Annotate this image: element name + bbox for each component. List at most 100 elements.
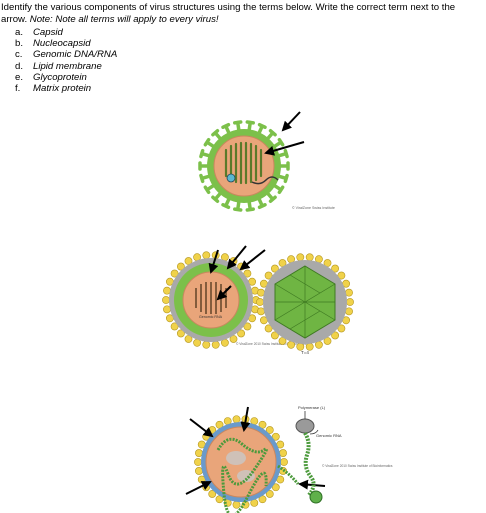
glycoprotein-spike [203, 184, 215, 195]
arrow [226, 245, 247, 270]
surface-protein [331, 264, 340, 273]
surface-protein [232, 415, 241, 424]
arrow [264, 141, 305, 156]
term-label: Genomic DNA/RNA [33, 49, 118, 61]
arrow [208, 249, 219, 274]
term-label: Matrix protein [33, 83, 92, 95]
inner-protein [226, 451, 246, 465]
polymerase-icon [226, 173, 236, 183]
surface-protein [337, 271, 346, 280]
fig3-genomic-rna-label: Genomic RNA [316, 433, 342, 438]
surface-protein [232, 500, 241, 509]
glycoprotein-spike [203, 137, 215, 148]
glycoprotein-spike [257, 122, 267, 135]
term-label: Capsid [33, 27, 63, 38]
glycoprotein-spike [233, 200, 243, 212]
surface-protein [202, 340, 211, 349]
glycoprotein-spike [211, 192, 222, 203]
term-letter: b. [15, 38, 24, 50]
surface-protein [305, 253, 314, 262]
genome-tail [251, 176, 279, 185]
glycoprotein-spike [199, 173, 211, 184]
glycoprotein-spike [277, 148, 289, 159]
glycoprotein-spike [199, 148, 211, 159]
arrow [281, 111, 301, 132]
term-letter: e. [15, 71, 24, 83]
fig2-symmetry: T=4 [301, 350, 309, 355]
surface-protein [163, 286, 171, 295]
glycoprotein-spike [221, 197, 231, 210]
arrow [216, 285, 232, 301]
surface-protein [271, 432, 280, 441]
surface-protein [345, 307, 353, 316]
virus-figure-2-left: Genomic RNA © ViralZone 2010 Swiss Insti… [162, 245, 307, 349]
glycoprotein-spike [245, 120, 255, 132]
glycoprotein-spike [273, 184, 285, 195]
surface-protein [265, 490, 274, 498]
surface-protein [211, 340, 220, 349]
instructions: Identify the various components of virus… [1, 2, 483, 25]
surface-protein [257, 288, 265, 297]
surface-protein [264, 324, 273, 333]
arrow [189, 418, 214, 438]
term-item: e. Glycoprotein [15, 72, 117, 83]
fig1-credit: © ViralZone Swiss Institute [292, 206, 335, 210]
surface-protein [280, 458, 288, 466]
term-item: b. Nucleocapsid [15, 38, 117, 49]
fig2-inner-label: Genomic RNA [199, 315, 223, 319]
term-item: a. Capsid [15, 27, 117, 38]
surface-protein [208, 490, 217, 498]
term-label: Lipid membrane [33, 60, 102, 72]
surface-protein [176, 262, 185, 271]
glycoprotein-spike [211, 129, 222, 140]
surface-protein [163, 305, 171, 314]
term-letter: c. [15, 49, 23, 61]
nucleocapsid-link [277, 464, 300, 485]
surface-protein [195, 467, 203, 475]
term-item: f. Matrix protein [15, 83, 117, 94]
surface-protein [345, 288, 353, 297]
glycoprotein-spike [279, 161, 290, 171]
surface-protein [271, 483, 280, 492]
terms-list: a. Capsid b. Nucleocapsid c. Genomic DNA/RN… [15, 27, 117, 94]
term-label: Nucleocapsid [33, 38, 91, 50]
glycoprotein-spike [266, 192, 277, 203]
term-letter: f. [15, 83, 21, 95]
inner-protein [237, 470, 255, 482]
virus-figure-2-right: T=4 [256, 253, 354, 355]
surface-protein [270, 331, 279, 340]
surface-proteins [162, 251, 260, 349]
glycoprotein-spike [221, 122, 231, 135]
surface-proteins [256, 253, 354, 351]
virus-figure-1: © ViralZone Swiss Institute [198, 111, 335, 212]
glycoprotein-spike [266, 129, 277, 140]
surface-protein [270, 264, 279, 273]
glycoprotein-spike [245, 200, 255, 212]
surface-protein [257, 307, 265, 316]
core [213, 135, 275, 197]
term-letter: a. [15, 27, 24, 38]
surface-protein [237, 329, 246, 338]
capsid-facets [274, 266, 336, 338]
surface-protein [256, 298, 264, 306]
surface-protein [170, 322, 179, 331]
glycoprotein-spike [257, 197, 267, 210]
arrow [240, 406, 251, 432]
term-label: Glycoprotein [33, 71, 87, 83]
protein-subunit-icon [309, 490, 323, 504]
arrow [185, 481, 212, 495]
instructions-text: Identify the various components of virus… [1, 2, 456, 25]
virus-figure-3: Polymerase (L) Genomic RNA © ViralZone 2… [185, 405, 393, 513]
fig2-credit: © ViralZone 2010 Swiss Institute of Bioi… [236, 342, 307, 346]
surface-protein [194, 458, 202, 466]
surface-protein [331, 331, 340, 340]
fig3-polymerase-label: Polymerase (L) [298, 405, 326, 410]
surface-protein [202, 251, 211, 260]
surface-protein [162, 296, 170, 304]
surface-protein [279, 449, 287, 457]
label-leader [309, 429, 319, 435]
surface-protein [346, 298, 354, 306]
surface-protein [170, 269, 179, 278]
arrow [239, 249, 266, 271]
